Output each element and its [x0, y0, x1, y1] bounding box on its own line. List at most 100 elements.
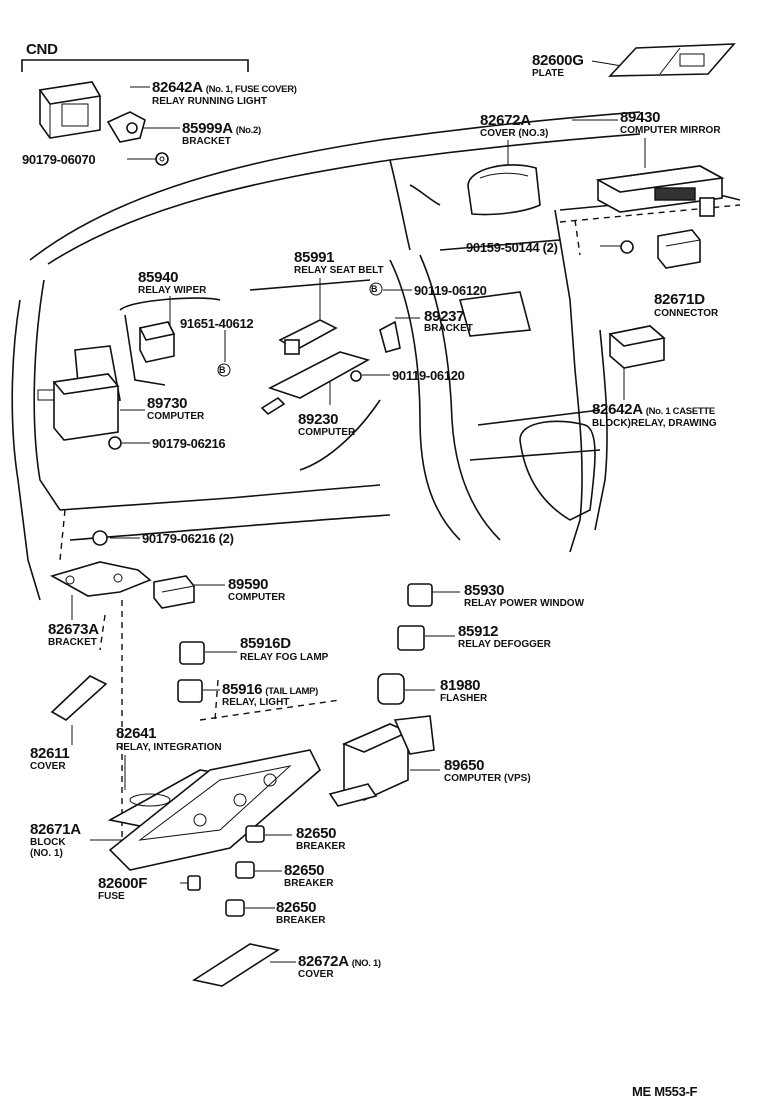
part-89730-computer-shape — [37, 373, 120, 441]
cnd-label: CND — [26, 41, 58, 58]
marker-b: B — [219, 365, 226, 375]
part-number: 85991 — [294, 249, 335, 266]
marker-b: B — [371, 284, 378, 294]
part-name: BRACKET — [182, 136, 231, 147]
part-85991-relay-seat-belt-shape — [278, 319, 338, 355]
part-name: FUSE — [98, 891, 125, 902]
part-82600f-fuse-shape — [187, 875, 201, 891]
part-name: FLASHER — [440, 693, 488, 704]
part-qualifier: (NO. 1) — [351, 958, 381, 969]
part-82671a-block-shape — [108, 749, 321, 871]
part-number: 81980 — [440, 677, 481, 694]
part-82650-breaker-c-shape — [225, 899, 245, 917]
part-number: 89590 — [228, 576, 269, 593]
part-name: RELAY WIPER — [138, 285, 207, 296]
part-number: 85999A — [182, 120, 233, 137]
part-number: 89237 — [424, 308, 465, 325]
cnd-group-bracket — [21, 59, 249, 72]
part-name: RELAY FOG LAMP — [240, 652, 329, 663]
part-number: 82600F — [98, 875, 148, 892]
part-81980-flasher-shape — [377, 673, 405, 705]
part-85912-relay-defogger-shape — [397, 625, 425, 651]
part-number: 90159-50144 (2) — [466, 240, 558, 255]
part-qualifier: (TAIL LAMP) — [265, 686, 319, 697]
part-number: 82641 — [116, 725, 157, 742]
part-name: COVER — [30, 761, 66, 772]
part-82611-cover-shape — [50, 675, 108, 721]
part-90179-06070-nut-shape — [155, 152, 169, 166]
footer-code: ME M553-F — [632, 1084, 698, 1099]
part-number: 82672A — [298, 953, 349, 970]
part-number: 90179-06216 (2) — [142, 531, 234, 546]
part-name: PLATE — [532, 68, 565, 79]
part-85916-relay-tail-lamp-shape — [177, 679, 203, 703]
part-82673a-bracket-shape — [49, 561, 152, 597]
dashboard-outline — [11, 111, 741, 601]
part-qualifier: (No. 1 CASETTE — [645, 406, 715, 417]
part-name-2: (NO. 1) — [30, 848, 63, 859]
part-number: 89730 — [147, 395, 188, 412]
part-name: COMPUTER — [147, 411, 205, 422]
part-name: RELAY RUNNING LIGHT — [152, 96, 268, 107]
part-name: COVER — [298, 969, 334, 980]
part-90119-06120-bolt-shape — [350, 370, 362, 382]
part-85930-relay-power-window-shape — [407, 583, 433, 607]
part-name: COMPUTER — [298, 427, 356, 438]
part-name: RELAY, INTEGRATION — [116, 742, 222, 753]
part-82650-breaker-a-shape — [245, 825, 265, 843]
part-number: 89430 — [620, 109, 661, 126]
part-name: BLOCK — [30, 837, 66, 848]
part-90179-06216-nut-shape — [108, 436, 122, 450]
part-name: COMPUTER — [228, 592, 286, 603]
part-number: 82600G — [532, 52, 584, 69]
part-name: BLOCK)RELAY, DRAWING — [592, 418, 717, 429]
part-number: 85916 — [222, 681, 263, 698]
part-name: COVER (NO.3) — [480, 128, 549, 139]
part-number: 82671A — [30, 821, 81, 838]
part-name: COMPUTER (VPS) — [444, 773, 531, 784]
part-89237-bracket-shape — [379, 320, 401, 353]
part-89430-computer-mirror-shape — [595, 165, 725, 217]
part-name: COMPUTER MIRROR — [620, 125, 721, 136]
part-number: 85930 — [464, 582, 505, 599]
part-marker-b-b — [217, 363, 231, 377]
part-number: 82611 — [30, 745, 70, 762]
part-89590-computer-shape — [153, 575, 195, 609]
part-number: 82650 — [296, 825, 337, 842]
part-82672a-cover3-shape — [467, 164, 541, 216]
part-number: 90119-06120 — [392, 368, 465, 383]
part-82642a-cassette-relay-shape — [608, 325, 666, 369]
part-number: 82673A — [48, 621, 99, 638]
dashed-leaders — [59, 204, 741, 850]
part-marker-b-a — [369, 282, 383, 296]
part-90159-50144-screw-shape — [620, 240, 634, 254]
part-number: 85912 — [458, 623, 499, 640]
part-name: BRACKET — [48, 637, 97, 648]
part-82600g-plate-shape — [608, 43, 736, 77]
part-number: 85916D — [240, 635, 291, 652]
part-82650-breaker-b-shape — [235, 861, 255, 879]
part-number: 89230 — [298, 411, 339, 428]
part-name: RELAY POWER WINDOW — [464, 598, 585, 609]
part-number: 90119-06120 — [414, 283, 487, 298]
part-name: BRACKET — [424, 323, 473, 334]
part-85916d-relay-fog-lamp-shape — [179, 641, 205, 665]
part-82672a-cover1-shape — [191, 943, 281, 987]
part-qualifier: (No.2) — [235, 125, 261, 136]
part-85999a-bracket-shape — [106, 111, 146, 143]
part-number: 89650 — [444, 757, 485, 774]
part-name: BREAKER — [296, 841, 346, 852]
part-number: 82672A — [480, 112, 531, 129]
part-number: 82650 — [276, 899, 317, 916]
part-number: 91651-40612 — [180, 316, 254, 331]
part-name: CONNECTOR — [654, 308, 719, 319]
part-number: 90179-06070 — [22, 152, 96, 167]
part-name: RELAY SEAT BELT — [294, 265, 384, 276]
part-82671d-connector-shape — [657, 229, 701, 269]
part-name: RELAY, LIGHT — [222, 697, 290, 708]
part-number: 85940 — [138, 269, 179, 286]
part-90179-06216-2-nut-shape — [92, 530, 108, 546]
part-89650-computer-vps-shape — [328, 715, 435, 807]
part-number: 82642A — [152, 79, 203, 96]
